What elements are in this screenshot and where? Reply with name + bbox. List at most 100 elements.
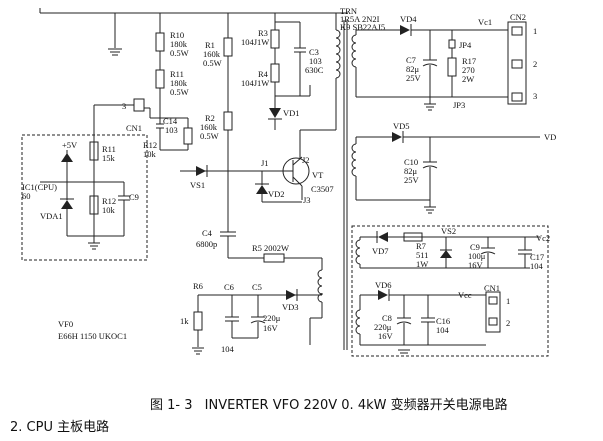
label-R12b: R12: [102, 196, 116, 206]
resistor-R11-cpu: [89, 141, 99, 161]
label-IC1-pin: 60: [22, 191, 31, 201]
label-R11b-val: 15k: [102, 153, 116, 163]
label-C4: C4: [202, 228, 213, 238]
ic-dashed-box: [21, 134, 148, 261]
jumper-JP4: [448, 39, 456, 49]
label-C9: C9: [470, 242, 480, 252]
ground-symbol: [108, 48, 122, 56]
label-plus5v: +5V: [62, 140, 78, 150]
connector-CN1-vcc: [485, 291, 501, 333]
diode-VDA1-upper: [61, 153, 73, 162]
label-cn1-2: 2: [506, 318, 510, 328]
label-R7-val: 511: [416, 250, 428, 260]
label-VD5: VD5: [393, 121, 410, 131]
resistor-R12-cpu: [89, 195, 99, 215]
diode-VD3: [286, 290, 296, 300]
label-R17: R17: [462, 56, 476, 66]
label-C8-val: 220μ: [374, 322, 392, 332]
label-R12b-val: 10k: [102, 205, 116, 215]
cn1-connector-box: [133, 98, 145, 112]
label-C14: C14: [163, 116, 178, 126]
resistor-R10: [155, 32, 165, 52]
label-JP4: JP4: [459, 40, 472, 50]
ground-c10: [424, 206, 436, 214]
label-R10: R10: [170, 30, 184, 40]
label-C9b: C9: [129, 192, 139, 202]
ground-cpu: [88, 242, 100, 250]
label-R4-val: 104J1W: [241, 78, 269, 88]
label-J3: J3: [303, 195, 311, 205]
label-VS1: VS1: [190, 180, 205, 190]
resistor-R17: [447, 57, 457, 77]
label-C5-val: 220μ: [263, 313, 281, 323]
diode-VD2: [256, 185, 268, 194]
label-VD1: VD1: [283, 108, 300, 118]
resistor-R5: [263, 253, 285, 263]
capacitor-C9-plate2: [480, 251, 496, 255]
resistor-R1: [223, 37, 233, 57]
label-C8: C8: [382, 313, 392, 323]
label-C3-v: 630C: [305, 65, 324, 75]
label-R10-w: 0.5W: [170, 48, 189, 58]
resistor-R3: [270, 29, 280, 49]
resistor-R12: [183, 127, 193, 145]
label-C6: C6: [224, 282, 234, 292]
resistor-R4: [270, 63, 280, 83]
label-C8-v: 16V: [378, 331, 394, 341]
diode-VD1: [269, 108, 281, 118]
label-VD4: VD4: [400, 14, 417, 24]
top-rail-wires: [39, 8, 348, 48]
resistor-R7: [403, 232, 423, 242]
label-cn2-2: 2: [533, 59, 537, 69]
label-C4-val: 6800p: [196, 239, 217, 249]
label-TRN-parts2: K9 SB22AJ5: [340, 22, 385, 32]
diode-VD5: [392, 132, 402, 142]
transformer-feedback-winding: [317, 269, 323, 303]
label-R6: R6: [193, 281, 203, 291]
label-C7-val: 82μ: [406, 64, 420, 74]
label-R4: R4: [258, 69, 269, 79]
diode-VD7: [378, 232, 388, 242]
label-VD7: VD7: [372, 246, 389, 256]
diode-VD4: [400, 25, 410, 35]
label-C3-val: 103: [309, 56, 322, 66]
label-C9-v: 16V: [468, 260, 484, 270]
label-R17-w: 2W: [462, 74, 474, 84]
label-VD3: VD3: [282, 302, 299, 312]
label-R2-w: 0.5W: [200, 131, 219, 141]
label-R7-w: 1W: [416, 259, 428, 269]
resistor-R6: [193, 311, 203, 331]
label-R12: R12: [143, 140, 157, 150]
label-C7: C7: [406, 55, 416, 65]
zener-VS2: [440, 250, 452, 258]
schematic-diagram: R10 180k 0.5W R11 180k 0.5W C14 103 R12 …: [21, 6, 556, 357]
figure-caption: 图 1- 3 INVERTER VFO 220V 0. 4kW 变频器开关电源电…: [150, 394, 508, 413]
label-R2-val: 160k: [200, 122, 218, 132]
label-C14-val: 103: [165, 125, 178, 135]
label-R10-val: 180k: [170, 39, 188, 49]
label-CN2: CN2: [510, 12, 526, 22]
label-VD: VD: [544, 132, 556, 142]
label-JP3: JP3: [453, 100, 465, 110]
label-IC1: IC1(CPU): [22, 182, 57, 192]
label-R2: R2: [205, 113, 215, 123]
label-VS2: VS2: [441, 226, 456, 236]
label-VT-part: C3507: [311, 184, 334, 194]
transformer-primary-winding: [335, 29, 341, 79]
transformer-secondary-vc1: [351, 34, 357, 68]
figure-title: INVERTER VFO 220V 0. 4kW 变频器开关电源电路: [204, 398, 508, 413]
label-R7: R7: [416, 241, 426, 251]
label-TRN-parts: 1R5A 2N2I: [340, 14, 380, 24]
label-VF0-part: E66H 1150 UKOC1: [58, 331, 127, 341]
label-R1: R1: [205, 40, 215, 50]
label-Vc2: Vc2: [536, 233, 550, 243]
capacitor-C7-plate2: [422, 63, 438, 67]
capacitor-C10-plate2: [422, 165, 438, 169]
label-C5-v: 16V: [263, 323, 279, 333]
label-C3: C3: [309, 47, 319, 57]
label-C9-val: 100μ: [468, 251, 486, 261]
label-C17: C17: [530, 252, 544, 262]
label-C6-val: 104: [221, 344, 235, 354]
label-R6-val: 1k: [180, 316, 189, 326]
figure-number: 图 1- 3: [150, 398, 193, 413]
